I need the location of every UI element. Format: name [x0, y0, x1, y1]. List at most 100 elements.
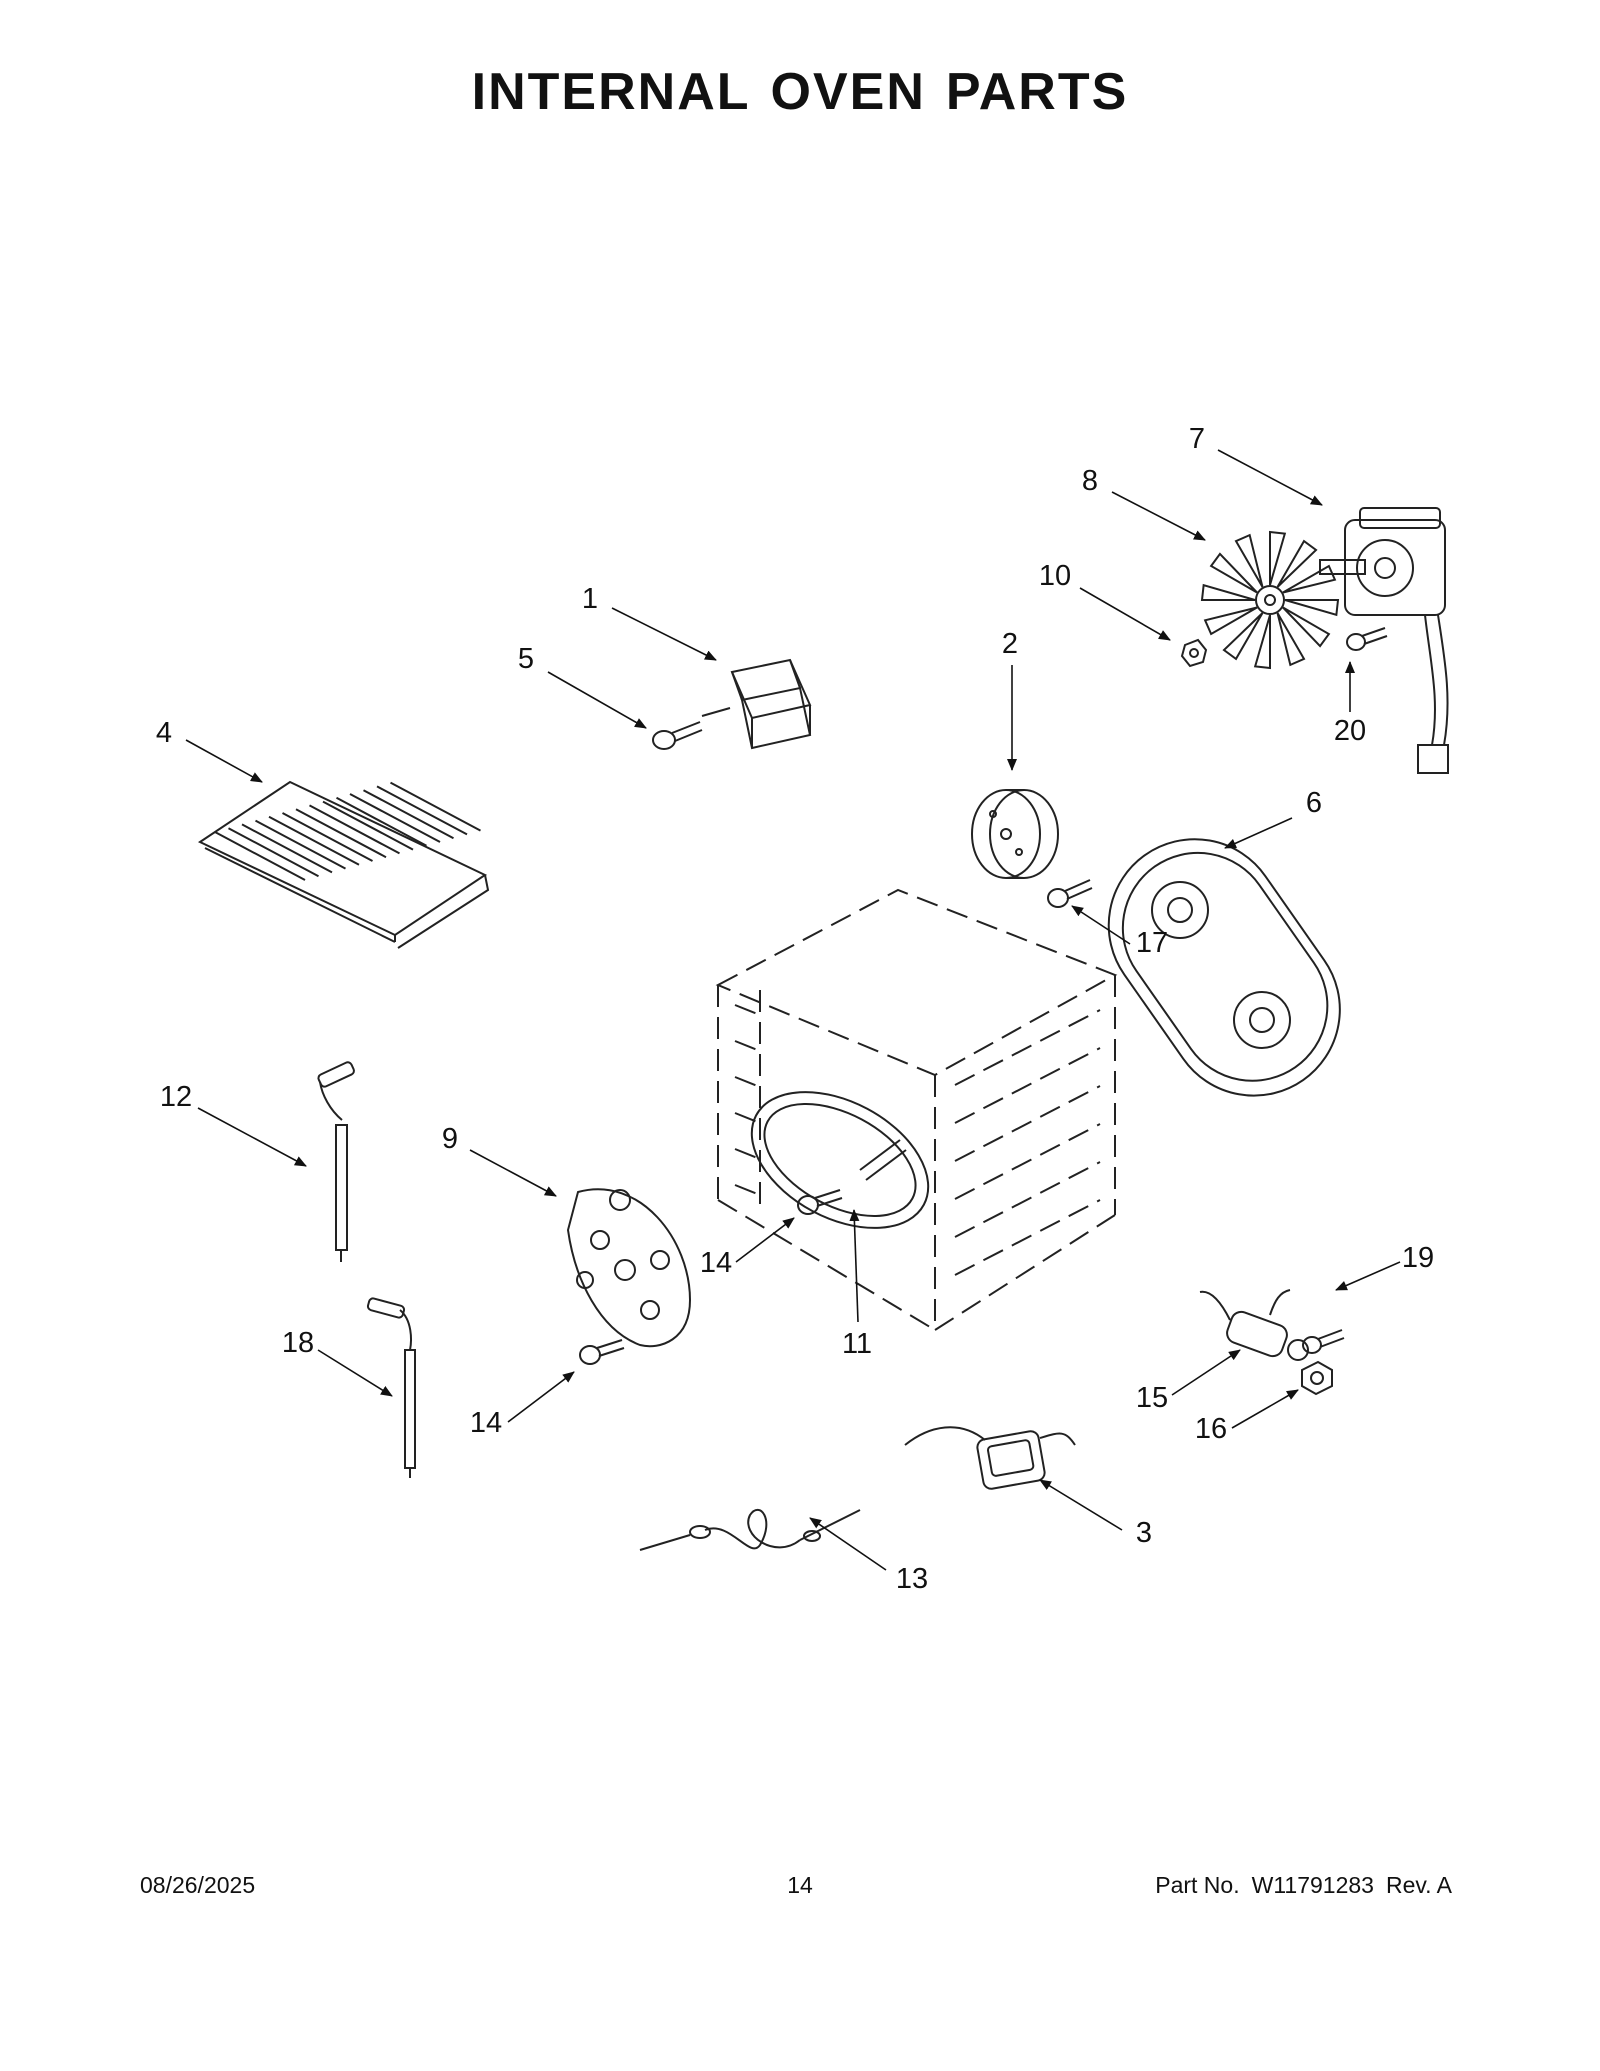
disc-drawing: [971, 789, 1059, 879]
leader-13: [809, 1517, 887, 1571]
callout-5: 5: [518, 643, 534, 675]
leader-3: [1039, 1479, 1123, 1531]
cavity-rib: [954, 1009, 1101, 1086]
motor-drawing: [1319, 507, 1449, 774]
screw-19-drawing: [1302, 1329, 1345, 1354]
title-word-1: INTERNAL: [471, 63, 751, 121]
leader-9: [469, 1149, 557, 1197]
fan-blade: [1222, 612, 1264, 661]
callout-14-upper: 14: [700, 1247, 732, 1279]
cavity-rib: [734, 1112, 761, 1124]
fan-blade: [1276, 612, 1306, 667]
leader-17: [1071, 905, 1131, 945]
rack-rod: [241, 823, 333, 874]
plate-drawing: [566, 1188, 692, 1348]
leader-14-lower: [507, 1371, 575, 1423]
title-word-3: PARTS: [945, 63, 1129, 121]
callout-17: 17: [1136, 927, 1168, 959]
bracket-drawing: [730, 658, 812, 750]
rack-rod: [336, 796, 427, 847]
screw-17-drawing: [1047, 879, 1093, 908]
rack-rod: [390, 781, 481, 832]
callout-4: 4: [156, 717, 172, 749]
leader-16: [1231, 1389, 1299, 1429]
callout-16: 16: [1195, 1413, 1227, 1445]
cavity-rib: [954, 1123, 1101, 1200]
callout-15: 15: [1136, 1382, 1168, 1414]
cavity-rib: [954, 1199, 1101, 1276]
callout-14-lower: 14: [470, 1407, 502, 1439]
oven-cavity-drawing: [715, 888, 1118, 1331]
leader-11: [849, 1209, 860, 1323]
component-15-drawing: [1199, 1289, 1309, 1361]
footer-part-info: Part No. W11791283 Rev. A: [1143, 1872, 1452, 1899]
fan-blade: [1282, 606, 1331, 648]
rack-rod: [228, 827, 319, 878]
callout-20: 20: [1334, 715, 1366, 747]
meat-probe-drawing: [639, 1508, 861, 1551]
nut-10-drawing: [1180, 638, 1208, 668]
footer-page-number: 14: [787, 1872, 813, 1898]
callout-10: 10: [1039, 560, 1071, 592]
leader-15: [1171, 1349, 1241, 1396]
leader-5: [547, 671, 647, 729]
callout-18: 18: [282, 1327, 314, 1359]
rack-rod: [363, 789, 454, 840]
nut-16-drawing: [1301, 1360, 1333, 1396]
leader-arrows: [185, 449, 1401, 1571]
rack-rod: [322, 800, 414, 851]
sensor-12-drawing: [317, 1061, 355, 1262]
bake-element-drawing: [750, 1091, 930, 1229]
footer-revision: Rev. A: [1385, 1872, 1452, 1898]
rack-rod: [376, 785, 468, 836]
oven-rack-drawing: [197, 780, 490, 949]
page-title: INTERNAL OVEN PARTS: [0, 62, 1600, 122]
fan-blade: [1284, 599, 1340, 617]
leader-6: [1224, 817, 1293, 849]
callout-6: 6: [1306, 787, 1322, 819]
rack-rod: [255, 819, 346, 870]
cavity-rib: [734, 1004, 761, 1016]
leader-14-upper: [735, 1217, 795, 1263]
footer-date: 08/26/2025: [140, 1872, 256, 1898]
fan-blade: [1234, 533, 1264, 588]
cavity-rib: [734, 1076, 761, 1088]
screw-14-upper-drawing: [797, 1189, 843, 1215]
rack-rod: [349, 793, 441, 843]
rack-rod: [295, 808, 387, 859]
callout-19: 19: [1402, 1242, 1434, 1274]
screw-5-drawing: [652, 707, 731, 750]
fan-blade: [1203, 606, 1258, 636]
leader-18: [317, 1349, 393, 1397]
rear-cover-drawing: [1107, 838, 1341, 1097]
callout-8: 8: [1082, 465, 1098, 497]
title-word-2: OVEN: [770, 63, 926, 121]
callout-2: 2: [1002, 628, 1018, 660]
footer-part-prefix: Part No.: [1155, 1872, 1240, 1898]
callout-3: 3: [1136, 1517, 1152, 1549]
fan-blade: [1276, 539, 1318, 588]
cavity-rib: [954, 1047, 1101, 1124]
fan-blade-drawing: [1200, 530, 1340, 670]
callout-9: 9: [442, 1123, 458, 1155]
fan-blade: [1253, 614, 1271, 670]
leader-10: [1079, 587, 1171, 641]
leader-12: [197, 1107, 307, 1167]
fan-blade: [1209, 552, 1258, 594]
cavity-rib: [954, 1161, 1101, 1238]
callout-7: 7: [1189, 423, 1205, 455]
screw-20-drawing: [1346, 627, 1388, 651]
footer-part-number: W11791283: [1251, 1872, 1374, 1898]
cavity-rib: [954, 1085, 1101, 1162]
switch-drawing: [904, 1426, 1076, 1490]
rack-rod: [214, 831, 306, 881]
leader-7: [1217, 449, 1323, 506]
fan-blade: [1269, 530, 1287, 586]
rack-rod: [309, 804, 400, 855]
cavity-rib: [734, 1148, 761, 1160]
leader-8: [1111, 491, 1206, 541]
cavity-rib: [734, 1184, 761, 1196]
callout-11: 11: [842, 1328, 872, 1360]
fan-blade: [1200, 583, 1256, 601]
